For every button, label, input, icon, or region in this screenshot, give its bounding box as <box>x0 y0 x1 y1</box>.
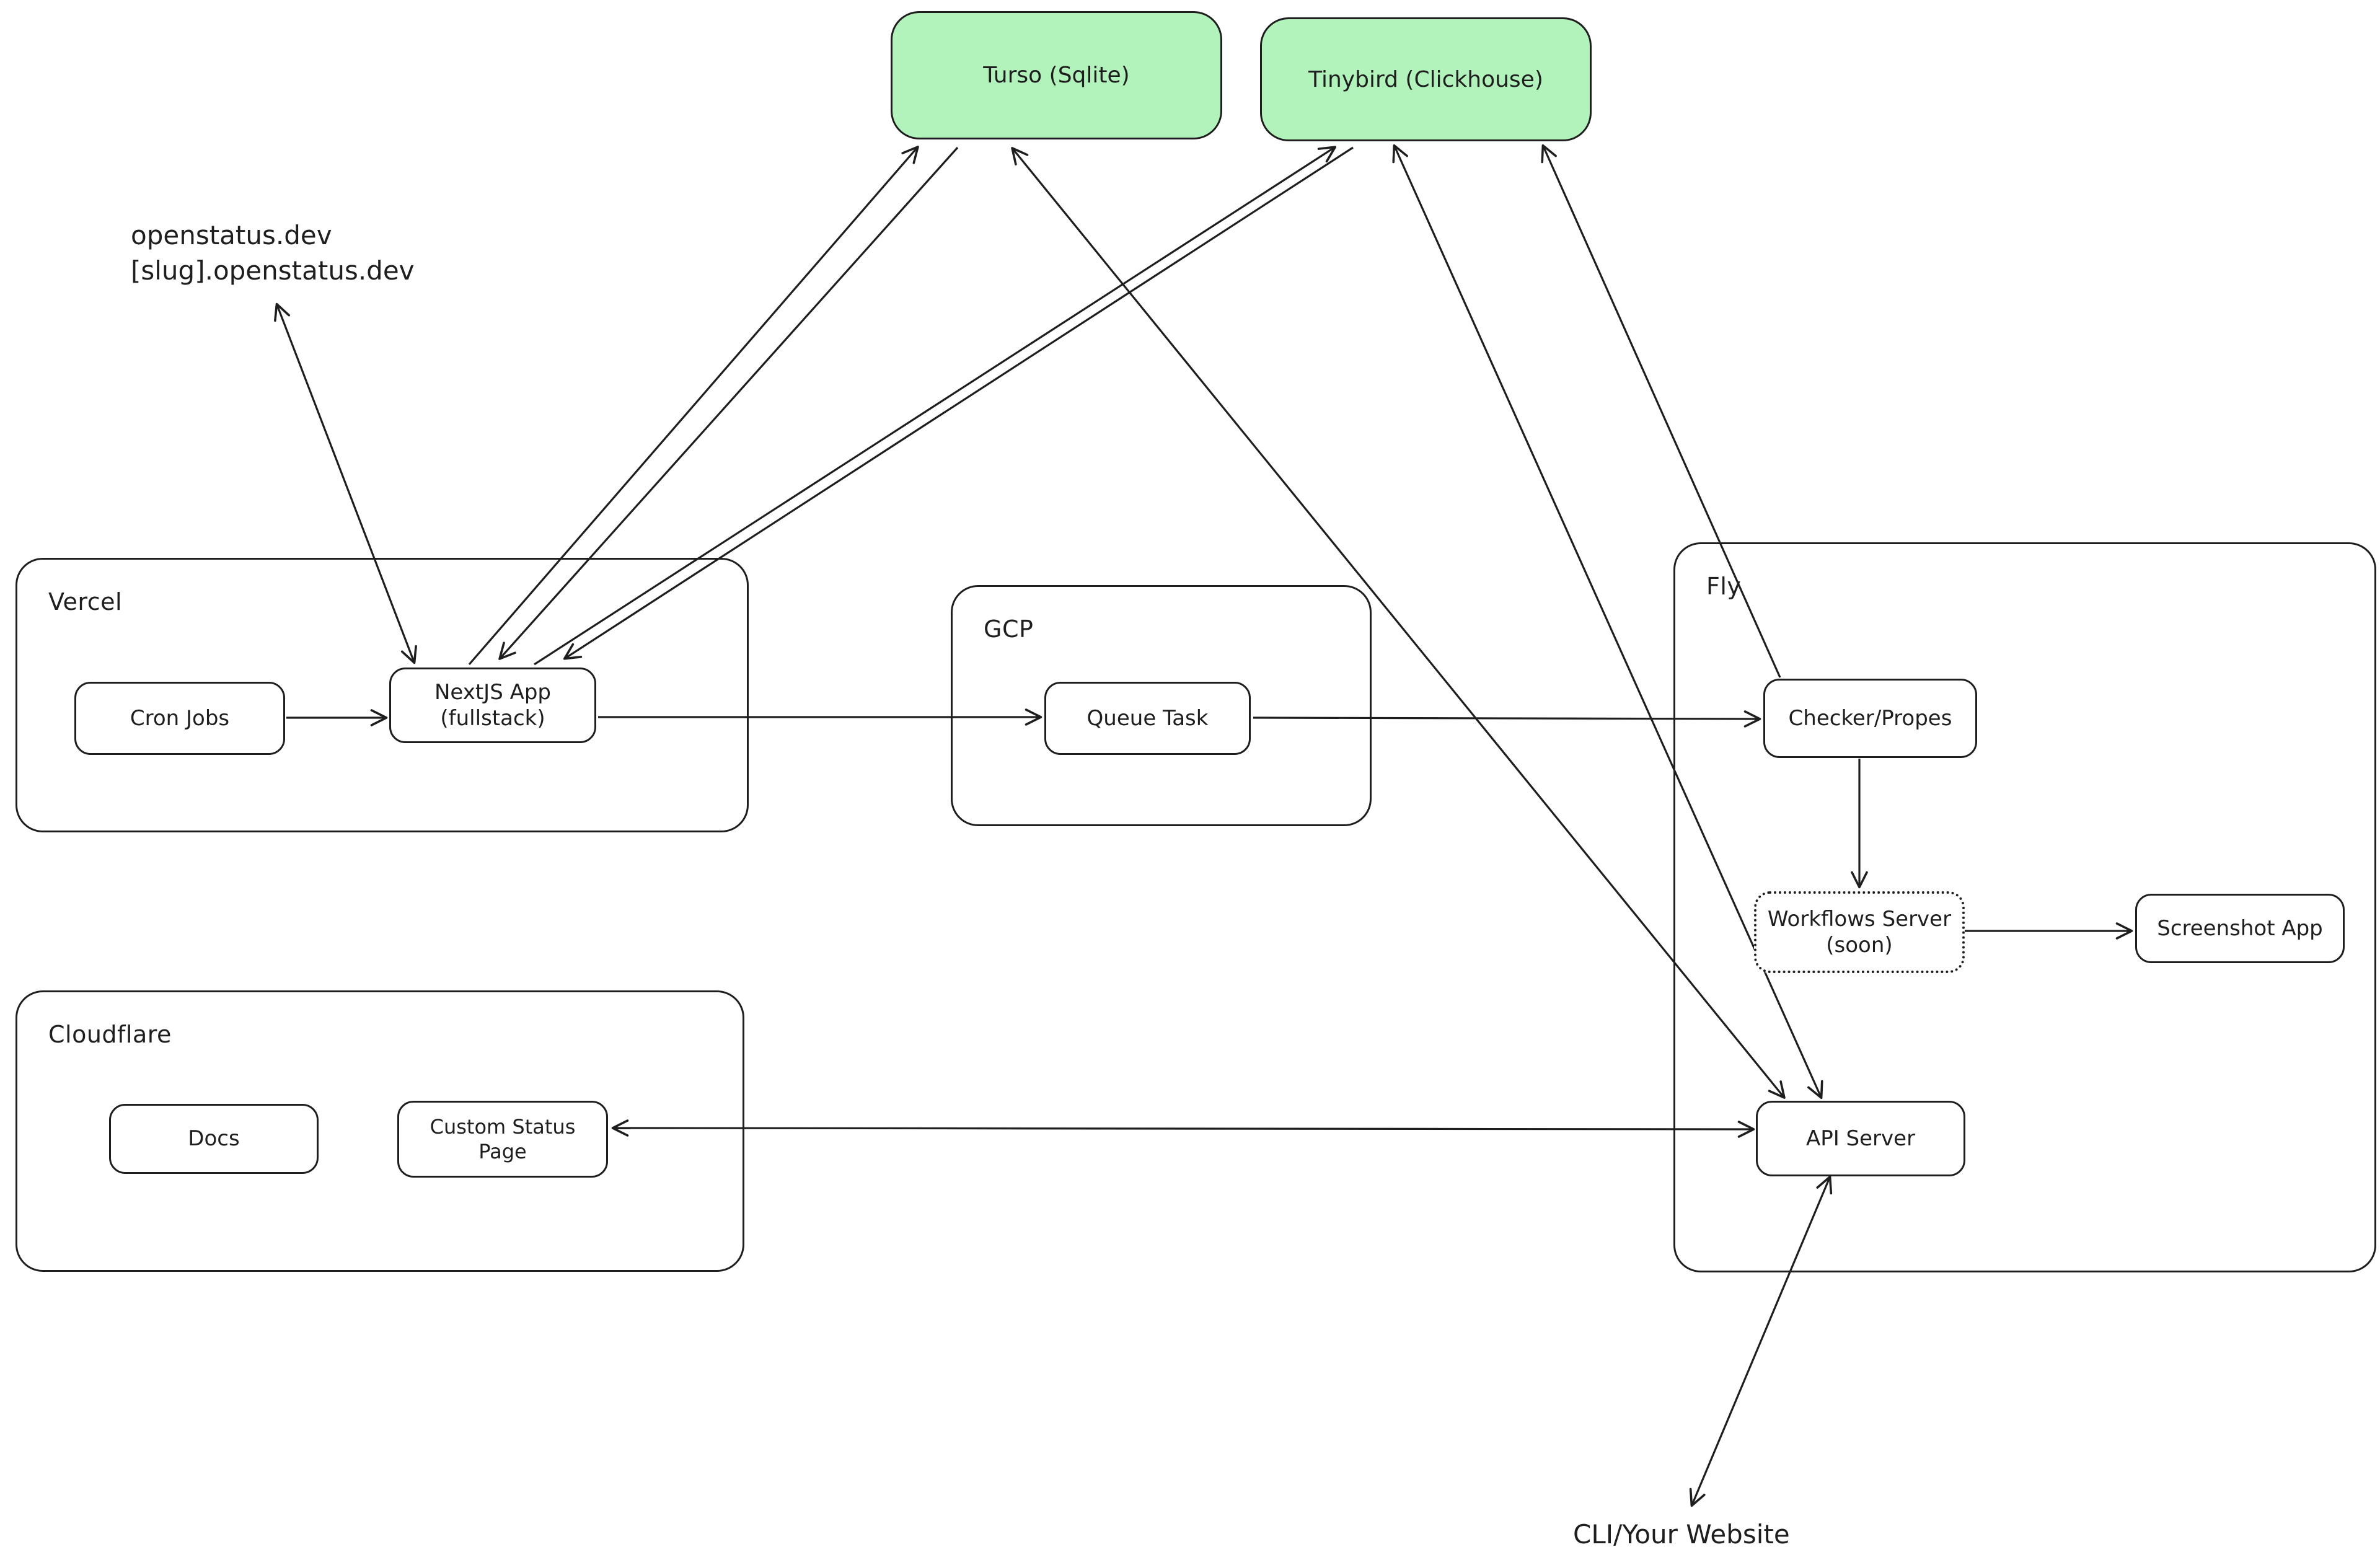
node-custom-status-page: Custom Status Page <box>397 1101 608 1178</box>
node-queue-task-label: Queue Task <box>1086 705 1209 731</box>
node-checker: Checker/Propes <box>1763 679 1977 758</box>
node-cron-jobs-label: Cron Jobs <box>130 705 230 731</box>
cli-label: CLI/Your Website <box>1573 1519 1790 1547</box>
arrow-tinybird-to-nextjs <box>563 146 1354 660</box>
node-custom-status-page-label: Custom Status Page <box>430 1115 576 1163</box>
node-cron-jobs: Cron Jobs <box>74 682 285 755</box>
arrow-api-customstatuspage-bidirectional <box>611 1119 1755 1138</box>
node-screenshot-app: Screenshot App <box>2135 894 2345 963</box>
arrow-checker-to-tinybird <box>1541 144 1781 678</box>
arrow-nextjs-to-turso <box>468 146 919 666</box>
node-tinybird-label: Tinybird (Clickhouse) <box>1308 66 1543 92</box>
node-turso-label: Turso (Sqlite) <box>983 63 1130 88</box>
arrow-nextjs-domains-bidirectional <box>274 302 417 664</box>
arrow-api-tinybird-bidirectional <box>1392 144 1823 1100</box>
node-api-server: API Server <box>1756 1101 1965 1176</box>
node-queue-task: Queue Task <box>1044 682 1251 755</box>
node-nextjs-app-label: NextJS App (fullstack) <box>434 679 552 731</box>
container-vercel-label: Vercel <box>48 588 123 615</box>
node-turso: Turso (Sqlite) <box>891 11 1222 139</box>
node-workflows-server-label: Workflows Server (soon) <box>1767 906 1952 958</box>
node-checker-label: Checker/Propes <box>1788 705 1952 731</box>
arrow-turso-to-nextjs <box>498 146 959 660</box>
node-workflows-server: Workflows Server (soon) <box>1754 891 1965 973</box>
node-tinybird: Tinybird (Clickhouse) <box>1260 17 1592 141</box>
node-nextjs-app: NextJS App (fullstack) <box>389 668 596 743</box>
node-screenshot-app-label: Screenshot App <box>2157 915 2323 941</box>
arrow-api-turso-bidirectional <box>1011 147 1786 1099</box>
arrow-api-cli-bidirectional <box>1689 1175 1833 1507</box>
arrow-queue-to-checker <box>1253 710 1761 728</box>
node-docs-label: Docs <box>188 1126 240 1152</box>
domains-label: openstatus.dev [slug].openstatus.dev <box>131 220 415 286</box>
node-api-server-label: API Server <box>1805 1126 1916 1151</box>
arrow-nextjs-to-tinybird <box>534 146 1337 666</box>
container-cloudflare-label: Cloudflare <box>48 1021 172 1048</box>
node-docs: Docs <box>109 1104 319 1174</box>
